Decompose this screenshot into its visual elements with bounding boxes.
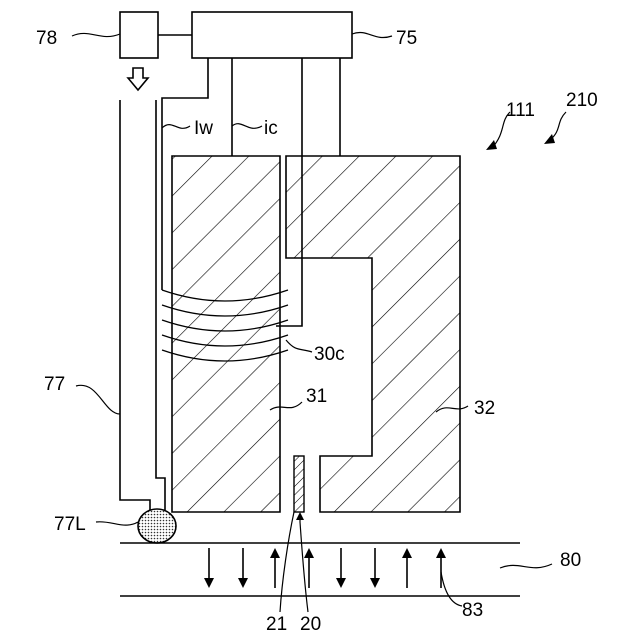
leader-ic bbox=[232, 124, 262, 129]
ref-arrow-210 bbox=[544, 112, 566, 144]
leader-30c bbox=[286, 340, 312, 352]
pipe-77-outer bbox=[120, 100, 150, 510]
box-75 bbox=[192, 12, 352, 58]
down-arrow-icon bbox=[370, 548, 380, 588]
leader-75 bbox=[352, 32, 392, 37]
leader-20 bbox=[300, 522, 308, 612]
label-111: 111 bbox=[506, 100, 535, 121]
label-77L: 77L bbox=[54, 514, 86, 535]
label-77: 77 bbox=[44, 374, 65, 395]
leader-77 bbox=[76, 385, 120, 414]
label-83: 83 bbox=[462, 600, 483, 621]
down-arrow-icon bbox=[336, 548, 346, 588]
box-78 bbox=[120, 12, 158, 58]
leader-83 bbox=[441, 572, 462, 606]
label-78: 78 bbox=[36, 28, 57, 49]
label-iw: Iw bbox=[194, 118, 213, 139]
core-32 bbox=[286, 156, 460, 512]
label-20: 20 bbox=[300, 614, 321, 635]
leader-20-arrowhead bbox=[296, 512, 304, 520]
down-arrow-icon bbox=[238, 548, 248, 588]
down-arrow-icon bbox=[204, 548, 214, 588]
hollow-down-arrow-icon bbox=[128, 68, 148, 90]
up-arrow-icon bbox=[270, 548, 280, 588]
leader-80 bbox=[500, 564, 552, 568]
label-32: 32 bbox=[474, 398, 495, 419]
label-75: 75 bbox=[396, 28, 417, 49]
label-30c: 30c bbox=[314, 344, 345, 365]
label-80: 80 bbox=[560, 550, 581, 571]
up-arrow-icon bbox=[304, 548, 314, 588]
element-20 bbox=[294, 456, 304, 512]
up-arrow-icon bbox=[436, 548, 446, 588]
label-31: 31 bbox=[306, 386, 327, 407]
label-210: 210 bbox=[566, 90, 598, 111]
leader-iw bbox=[162, 125, 190, 129]
up-arrow-icon bbox=[402, 548, 412, 588]
label-21: 21 bbox=[266, 614, 287, 635]
droplet-77L bbox=[138, 509, 176, 543]
leader-21 bbox=[280, 512, 294, 612]
label-ic: ic bbox=[264, 118, 278, 139]
leader-77L bbox=[96, 522, 138, 525]
leader-78 bbox=[72, 33, 120, 36]
core-31 bbox=[172, 156, 280, 512]
magnetization-arrows-83 bbox=[204, 548, 446, 588]
